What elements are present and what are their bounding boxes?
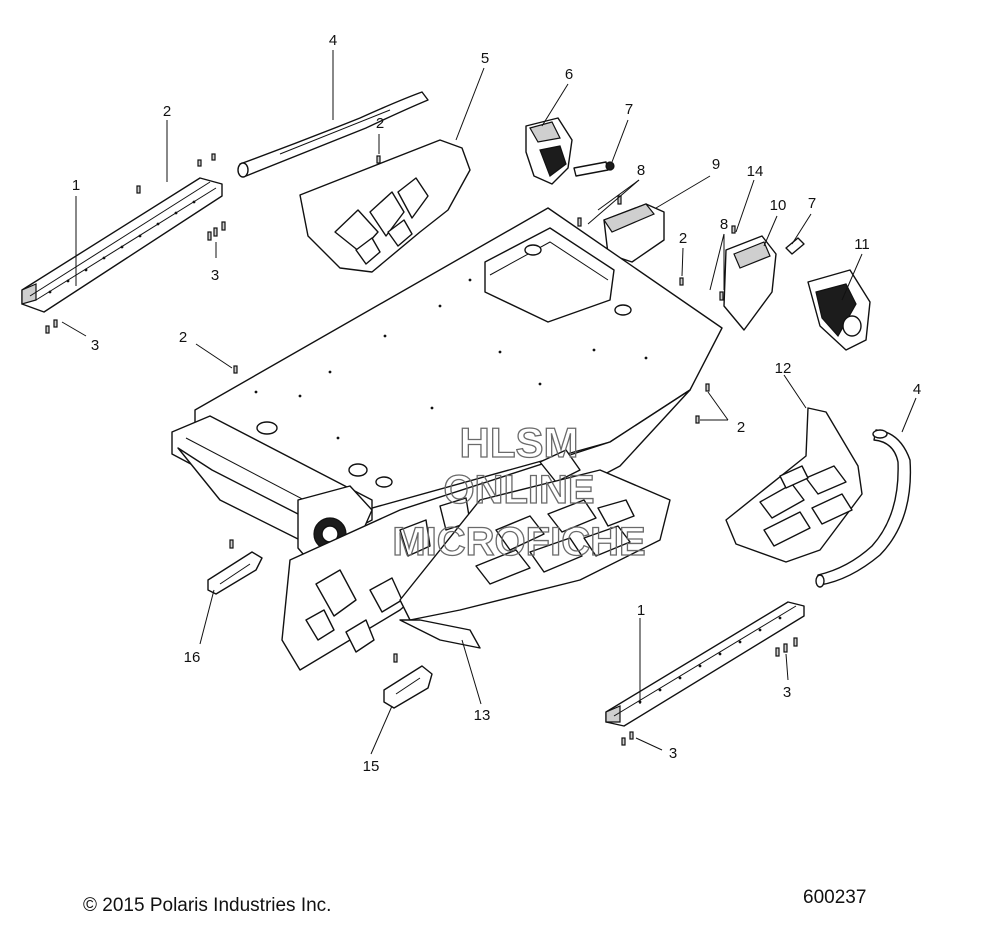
- fasteners: [45, 153, 798, 746]
- leader-lines: [61, 50, 917, 755]
- callout-1-left: 1: [72, 177, 80, 194]
- callout-7-upper: 7: [625, 101, 633, 118]
- callout-14: 14: [747, 163, 764, 180]
- watermark-line-2: ONLINE: [443, 468, 594, 512]
- part-13-footrest: [399, 469, 671, 649]
- callout-3-left-lower: 3: [91, 337, 99, 354]
- part-1-left-rail: [21, 177, 223, 313]
- part-4-upper-tube: [237, 91, 429, 178]
- part-7-bolt-upper: [573, 161, 615, 177]
- callout-8-upper: 8: [637, 162, 645, 179]
- callout-1-right: 1: [637, 602, 645, 619]
- callout-3-right-lower: 3: [669, 745, 677, 762]
- callout-12: 12: [775, 360, 792, 377]
- part-1-right-rail: [605, 601, 805, 727]
- copyright-text: © 2015 Polaris Industries Inc.: [83, 895, 332, 916]
- callout-labels: 1 2 3 3 2 4 5 2 6 7 8 9 14 10 7 2 8 11 1…: [72, 32, 921, 775]
- part-4-right-tube: [815, 429, 912, 588]
- callout-9: 9: [712, 156, 720, 173]
- watermark: HLSM ONLINE MICROFICHE: [392, 418, 647, 564]
- callout-11: 11: [854, 236, 870, 253]
- diagram-number: 600237: [803, 887, 867, 908]
- part-9-plate: [603, 203, 665, 263]
- callout-2-right: 2: [737, 419, 745, 436]
- callout-7-right: 7: [808, 195, 816, 212]
- callout-4-upper: 4: [329, 32, 337, 49]
- part-7-bolt-right: [785, 237, 805, 255]
- callout-2-left-tunnel: 2: [179, 329, 187, 346]
- watermark-line-3: MICROFICHE: [392, 520, 645, 564]
- callout-16: 16: [184, 649, 201, 666]
- callout-5: 5: [481, 50, 489, 67]
- part-11-bracket: [807, 269, 871, 351]
- callout-2-center: 2: [679, 230, 687, 247]
- part-16-bracket: [207, 551, 263, 595]
- callout-3-left-upper: 3: [211, 267, 219, 284]
- part-5-upper-plate: [299, 139, 471, 273]
- callout-8-right: 8: [720, 216, 728, 233]
- callout-13: 13: [474, 707, 491, 724]
- callout-2-upper-plate: 2: [376, 115, 384, 132]
- callout-2-left-rail: 2: [163, 103, 171, 120]
- callout-10: 10: [770, 197, 787, 214]
- part-10-plate: [723, 235, 777, 331]
- callout-15: 15: [363, 758, 380, 775]
- watermark-line-1: HLSM: [460, 419, 579, 466]
- part-12-right-plate: [725, 407, 863, 563]
- part-15-bracket: [383, 665, 433, 709]
- callout-3-right-upper: 3: [783, 684, 791, 701]
- callout-4-right: 4: [913, 381, 921, 398]
- callout-6: 6: [565, 66, 573, 83]
- part-6-bracket: [525, 117, 573, 185]
